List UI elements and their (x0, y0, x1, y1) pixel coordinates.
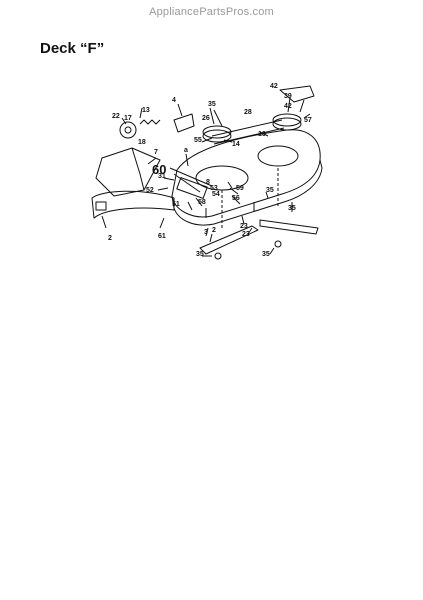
callout-label: 54 (212, 191, 220, 198)
callout-label: 42 (284, 103, 292, 110)
callout-label: 10 (258, 131, 266, 138)
callout-label: 51 (172, 201, 180, 208)
spring (139, 119, 161, 125)
callout-label: 35 (288, 205, 296, 212)
deck-shell (171, 129, 321, 218)
callout-label: 8 (206, 179, 210, 186)
callout-label: 35 (208, 101, 216, 108)
callout-label: 3 (204, 229, 208, 236)
callout-label: 13 (142, 107, 150, 114)
callout-label: 2 (212, 227, 216, 234)
callout-label: 23 (242, 231, 250, 238)
drive-belt (211, 119, 285, 145)
callout-label: 2 (108, 235, 112, 242)
callout-label: 35 (196, 251, 204, 258)
linkage-plate (176, 177, 208, 199)
callout-label: 26 (202, 115, 210, 122)
linkage-arm (169, 167, 213, 193)
callout-labels: 22 17 13 18 4 35 26 28 42 39 42 57 55 14… (108, 83, 312, 258)
callout-label: 22 (112, 113, 120, 120)
callout-label: 39 (284, 93, 292, 100)
callout-label: 59 (236, 185, 244, 192)
callout-label: 56 (232, 195, 240, 202)
blade-left (199, 225, 259, 255)
callout-label: 52 (146, 187, 154, 194)
pulley-left (202, 125, 232, 139)
callout-label: a (184, 147, 188, 154)
idler-pulley (119, 121, 137, 139)
callout-label: 17 (124, 115, 132, 122)
deck-exploded-diagram: 22 17 13 18 4 35 26 28 42 39 42 57 55 14… (82, 78, 342, 278)
pulley-right (272, 113, 302, 127)
blade-right (259, 219, 319, 235)
bracket-left (173, 113, 195, 133)
diagram-svg: 22 17 13 18 4 35 26 28 42 39 42 57 55 14… (91, 83, 323, 260)
callout-label: 61 (158, 233, 166, 240)
deflector-slot (95, 201, 107, 211)
deflector-shield (91, 190, 175, 219)
callout-label: 14 (232, 141, 240, 148)
callout-label: 42 (270, 83, 278, 90)
deck-skirt (171, 159, 323, 226)
callout-label: 58 (198, 199, 206, 206)
blade-bolt-right (274, 240, 282, 248)
callout-label: 57 (304, 117, 312, 124)
callout-label: 31 (158, 173, 166, 180)
callout-label: 60 (152, 162, 166, 177)
callout-label: 53 (210, 185, 218, 192)
callout-label: 35 (262, 251, 270, 258)
callout-label: 7 (154, 149, 158, 156)
blade-bolt-left (214, 252, 222, 260)
callout-label: 55 (194, 137, 202, 144)
callout-label: 18 (138, 139, 146, 146)
watermark: AppliancePartsPros.com (149, 6, 274, 18)
callout-label: 28 (244, 109, 252, 116)
bracket-right (279, 85, 315, 103)
callout-label: 4 (172, 97, 176, 104)
callout-label: 23 (240, 223, 248, 230)
deck-opening-right (257, 145, 299, 167)
callout-label: 35 (266, 187, 274, 194)
page-title: Deck “F” (40, 40, 105, 57)
